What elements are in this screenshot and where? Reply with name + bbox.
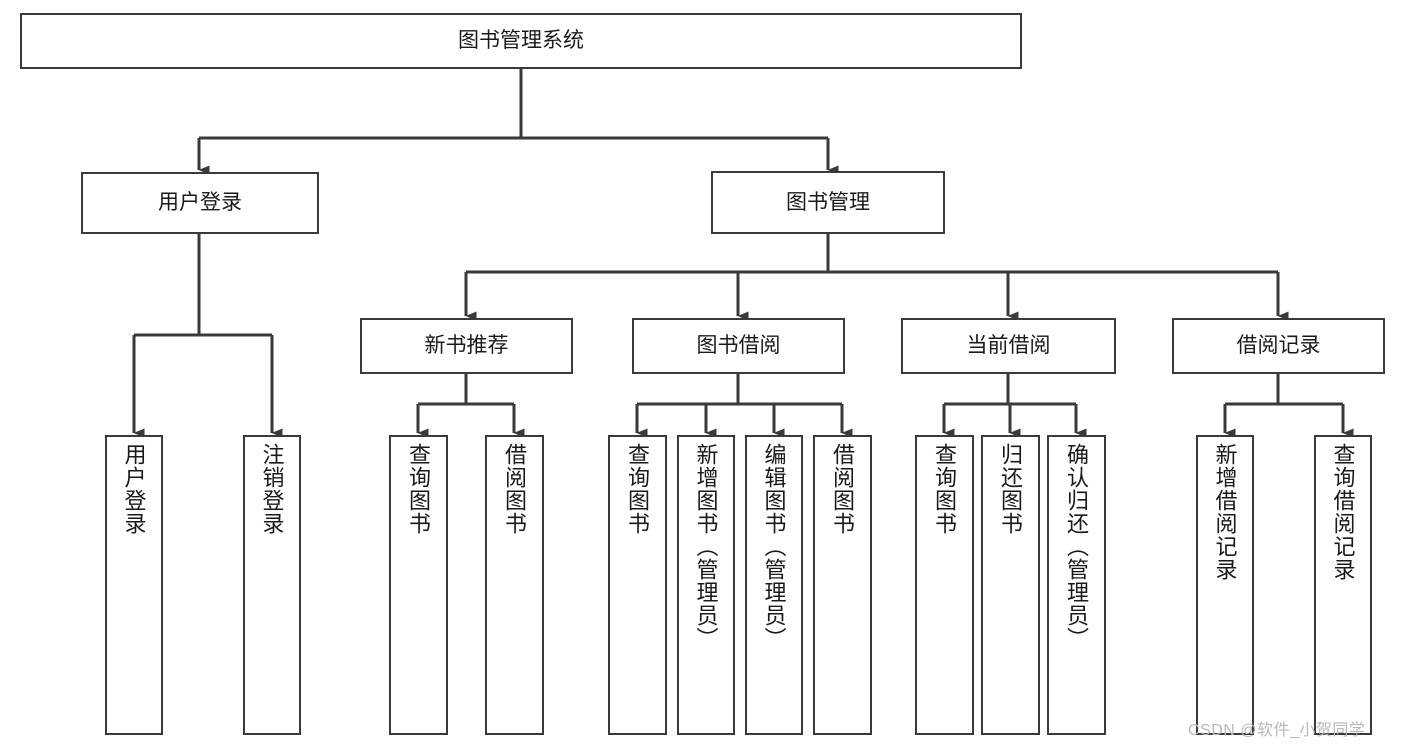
node-leaf-edit-book[interactable]: 编辑图书（管理员） bbox=[745, 435, 803, 735]
node-label: 当前借阅 bbox=[966, 334, 1051, 358]
node-label: 注销登录 bbox=[259, 443, 285, 535]
node-label: 归还图书 bbox=[998, 443, 1024, 535]
node-label: 用户登录 bbox=[121, 443, 147, 535]
node-leaf-query-record[interactable]: 查询借阅记录 bbox=[1314, 435, 1372, 735]
node-label: 新书推荐 bbox=[424, 334, 509, 358]
node-root[interactable]: 图书管理系统 bbox=[20, 13, 1022, 69]
node-leaf-query-book-1[interactable]: 查询图书 bbox=[389, 435, 448, 735]
node-label: 查询图书 bbox=[932, 443, 958, 535]
node-label: 借阅图书 bbox=[502, 443, 528, 535]
node-leaf-logout[interactable]: 注销登录 bbox=[243, 435, 301, 735]
node-book-borrow[interactable]: 图书借阅 bbox=[632, 318, 845, 374]
node-label: 借阅记录 bbox=[1236, 334, 1321, 358]
node-label: 借阅图书 bbox=[830, 443, 856, 535]
node-user-login[interactable]: 用户登录 bbox=[81, 172, 319, 234]
node-label: 查询图书 bbox=[406, 443, 432, 535]
node-label: 编辑图书（管理员） bbox=[761, 443, 787, 650]
node-leaf-add-book[interactable]: 新增图书（管理员） bbox=[677, 435, 735, 735]
node-leaf-borrow-book-1[interactable]: 借阅图书 bbox=[485, 435, 544, 735]
node-leaf-query-book-3[interactable]: 查询图书 bbox=[915, 435, 974, 735]
node-label: 用户登录 bbox=[158, 191, 242, 215]
node-leaf-borrow-book-2[interactable]: 借阅图书 bbox=[813, 435, 872, 735]
node-label: 新增图书（管理员） bbox=[693, 443, 719, 650]
node-label: 查询图书 bbox=[625, 443, 651, 535]
node-label: 新增借阅记录 bbox=[1212, 443, 1238, 581]
connector-lines bbox=[132, 69, 1354, 438]
node-label: 图书管理 bbox=[786, 190, 870, 214]
node-label: 查询借阅记录 bbox=[1330, 443, 1356, 581]
node-borrow-record[interactable]: 借阅记录 bbox=[1172, 318, 1385, 374]
node-book-manage[interactable]: 图书管理 bbox=[711, 171, 945, 234]
node-leaf-query-book-2[interactable]: 查询图书 bbox=[608, 435, 667, 735]
node-label: 图书借阅 bbox=[696, 334, 781, 358]
node-leaf-add-record[interactable]: 新增借阅记录 bbox=[1196, 435, 1254, 735]
node-current-borrow[interactable]: 当前借阅 bbox=[901, 318, 1116, 374]
node-label: 图书管理系统 bbox=[458, 29, 584, 53]
node-new-book-recommend[interactable]: 新书推荐 bbox=[360, 318, 573, 374]
node-leaf-confirm-return[interactable]: 确认归还（管理员） bbox=[1047, 435, 1106, 735]
node-leaf-user-login[interactable]: 用户登录 bbox=[105, 435, 163, 735]
node-label: 确认归还（管理员） bbox=[1064, 443, 1090, 650]
node-leaf-return-book[interactable]: 归还图书 bbox=[981, 435, 1040, 735]
